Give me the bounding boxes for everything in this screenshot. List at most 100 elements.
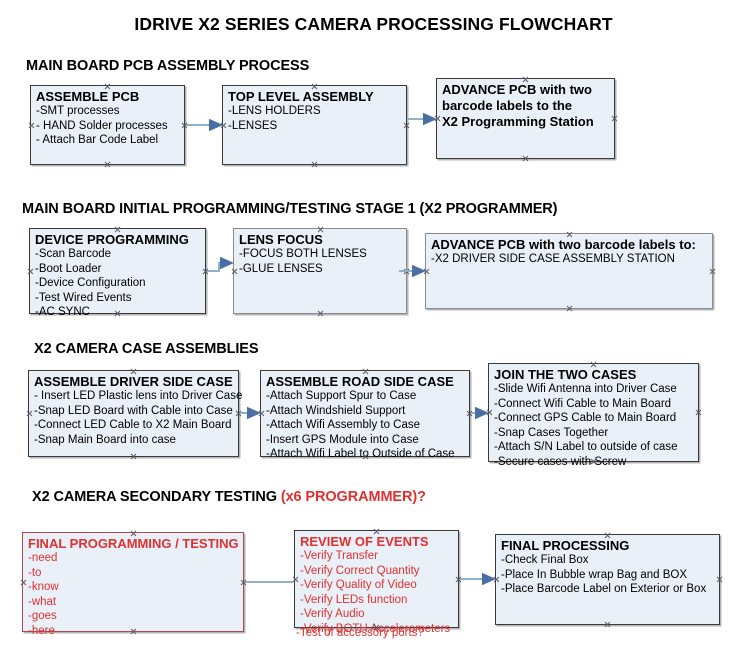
node-line: -Connect LED Cable to X2 Main Board (34, 419, 232, 431)
connector-handle-left[interactable] (258, 410, 265, 417)
connector-handle-right[interactable] (466, 410, 473, 417)
node-line: -Check Final Box (501, 554, 589, 566)
connector-handle-left[interactable] (28, 122, 35, 129)
node-line: -Verify LEDs function (300, 593, 408, 606)
node-line: -Device Configuration (35, 277, 146, 289)
section-header-main-board-initial-programming-testing-stage-1: MAIN BOARD INITIAL PROGRAMMING/TESTING S… (22, 201, 558, 217)
node-line: -Verify BOTH Accelerometers (300, 622, 451, 635)
section-header-x2-camera-secondary-testing: X2 CAMERA SECONDARY TESTING (x6 PROGRAMM… (32, 489, 426, 505)
connector-handle-bottom[interactable] (104, 161, 111, 168)
connector-handle-right[interactable] (240, 579, 247, 586)
connector-handle-right[interactable] (716, 576, 723, 583)
connector-handle-left[interactable] (20, 579, 27, 586)
node-line: -know (28, 581, 59, 593)
node-line: - Insert LED Plastic lens into Driver Ca… (34, 390, 243, 402)
node-line: -Place In Bubble wrap Bag and BOX (501, 568, 688, 581)
node-line: -Attach Windshield Support (266, 404, 406, 417)
node-line: X2 Programming Station (442, 114, 594, 129)
node-line: -Attach Support Spur to Case (266, 390, 417, 402)
node-title: LENS FOCUS (239, 232, 323, 247)
connector-handle-right[interactable] (403, 122, 410, 129)
connector-handle-right[interactable] (695, 409, 702, 416)
section-header-text: X2 CAMERA CASE ASSEMBLIES (34, 341, 259, 357)
node-assemble-road-side-case[interactable]: ASSEMBLE ROAD SIDE CASE -Attach Support … (258, 370, 473, 460)
node-line: -Snap LED Board with Cable into Case (34, 404, 233, 417)
section-header-text: MAIN BOARD PCB ASSEMBLY PROCESS (26, 58, 310, 74)
connector-handle-left[interactable] (231, 268, 238, 275)
node-line: -Attach Wifi Assembly to Case (266, 419, 421, 431)
connector-handle-left[interactable] (493, 576, 500, 583)
node-line: -GLUE LENSES (239, 262, 323, 275)
node-final-programming-testing[interactable]: FINAL PROGRAMMING / TESTING -need -to -k… (20, 532, 247, 637)
node-title: ASSEMBLE DRIVER SIDE CASE (34, 374, 233, 389)
connector-handle-bottom[interactable] (311, 161, 318, 168)
node-title: DEVICE PROGRAMMING (35, 232, 189, 247)
connector-handle-left[interactable] (26, 410, 33, 417)
connector-handle-right[interactable] (181, 122, 188, 129)
section-header-text: X2 CAMERA SECONDARY TESTING (32, 489, 281, 505)
node-line: -Verify Quality of Video (300, 579, 417, 591)
node-title: REVIEW OF EVENTS (300, 534, 429, 549)
connector-handle-right[interactable] (709, 268, 716, 275)
node-assemble-pcb[interactable]: ASSEMBLE PCB -SMT processes - HAND Solde… (30, 85, 185, 165)
connector-handle-left[interactable] (292, 576, 299, 583)
node-title: TOP LEVEL ASSEMBLY (228, 89, 374, 104)
node-line: - Attach Bar Code Label (36, 134, 159, 146)
connector-handle-bottom[interactable] (566, 305, 573, 312)
node-title: ADVANCE PCB with two barcode labels to: (431, 237, 696, 252)
node-advance-pcb-to-x2-programming-station[interactable]: ADVANCE PCB with two barcode labels to t… (436, 78, 615, 159)
connector-handle-right[interactable] (403, 268, 410, 275)
connector-handle-left[interactable] (423, 268, 430, 275)
connector-handle-right[interactable] (202, 268, 209, 275)
connector-handle-left[interactable] (486, 409, 493, 416)
node-line: ADVANCE PCB with two (442, 82, 592, 97)
node-line: -Verify Transfer (300, 550, 378, 562)
arrow-device-programming-to-lens-focus (207, 256, 234, 272)
node-title: JOIN THE TWO CASES (494, 367, 637, 382)
node-top-level-assembly[interactable]: TOP LEVEL ASSEMBLY -LENS HOLDERS -LENSES (222, 85, 407, 165)
connector-handle-left[interactable] (434, 115, 441, 122)
node-title: FINAL PROCESSING (501, 538, 630, 553)
node-line: -Snap Main Board into case (34, 433, 176, 446)
node-line: -X2 DRIVER SIDE CASE ASSEMBLY STATION (431, 253, 675, 265)
node-final-processing[interactable]: FINAL PROCESSING -Check Final Box -Place… (495, 534, 720, 625)
node-line: -here (28, 624, 55, 637)
node-line: -Scan Barcode (35, 248, 112, 260)
node-line: -AC SYNC (35, 306, 90, 318)
node-title: ASSEMBLE PCB (36, 89, 140, 104)
node-line: -need (28, 552, 58, 564)
connector-handle-bottom[interactable] (522, 155, 529, 162)
connector-handle-right[interactable] (455, 576, 462, 583)
node-line: -Place Barcode Label on Exterior or Box (501, 583, 707, 595)
node-line: barcode labels to the (442, 98, 573, 113)
connector-handle-right[interactable] (235, 410, 242, 417)
node-line: -Snap Cases Together (494, 426, 609, 439)
section-header-x2-camera-case-assemblies: X2 CAMERA CASE ASSEMBLIES (34, 341, 259, 357)
node-join-the-two-cases[interactable]: JOIN THE TWO CASES -Slide Wifi Antenna i… (486, 363, 702, 468)
node-line: -goes (28, 610, 57, 622)
connector-handle-right[interactable] (611, 115, 618, 122)
node-lens-focus[interactable]: LENS FOCUS -FOCUS BOTH LENSES -GLUE LENS… (233, 228, 407, 314)
node-line: -Insert GPS Module into Case (266, 433, 419, 446)
node-device-programming[interactable]: DEVICE PROGRAMMING -Scan Barcode -Boot L… (27, 228, 209, 318)
node-line: -SMT processes (36, 105, 120, 117)
connector-handle-bottom[interactable] (130, 453, 137, 460)
connector-handle-left[interactable] (220, 122, 227, 129)
node-assemble-driver-side-case[interactable]: ASSEMBLE DRIVER SIDE CASE - Insert LED P… (26, 370, 243, 460)
section-header-accent: (x6 PROGRAMMER)? (280, 489, 426, 505)
node-line: -Connect Wifi Cable to Main Board (494, 397, 672, 410)
node-line: -to (28, 566, 42, 579)
node-line: -FOCUS BOTH LENSES (239, 248, 367, 260)
connector-handle-left[interactable] (27, 268, 34, 275)
section-header-text: MAIN BOARD INITIAL PROGRAMMING/TESTING S… (22, 201, 558, 217)
node-review-of-events[interactable]: REVIEW OF EVENTS -Verify Transfer -Verif… (292, 530, 462, 635)
connector-handle-bottom[interactable] (604, 621, 611, 628)
connector-handle-bottom[interactable] (317, 310, 324, 317)
node-line: -Attach S/N Label to outside of case (494, 441, 678, 453)
node-line: -Boot Loader (35, 262, 102, 275)
node-line: -LENSES (228, 119, 278, 132)
node-advance-pcb-to-driver-side-case-assembly-station[interactable]: ADVANCE PCB with two barcode labels to: … (425, 233, 713, 309)
section-header-main-board-pcb-assembly-process: MAIN BOARD PCB ASSEMBLY PROCESS (26, 58, 309, 74)
node-line: - HAND Solder processes (36, 119, 168, 132)
